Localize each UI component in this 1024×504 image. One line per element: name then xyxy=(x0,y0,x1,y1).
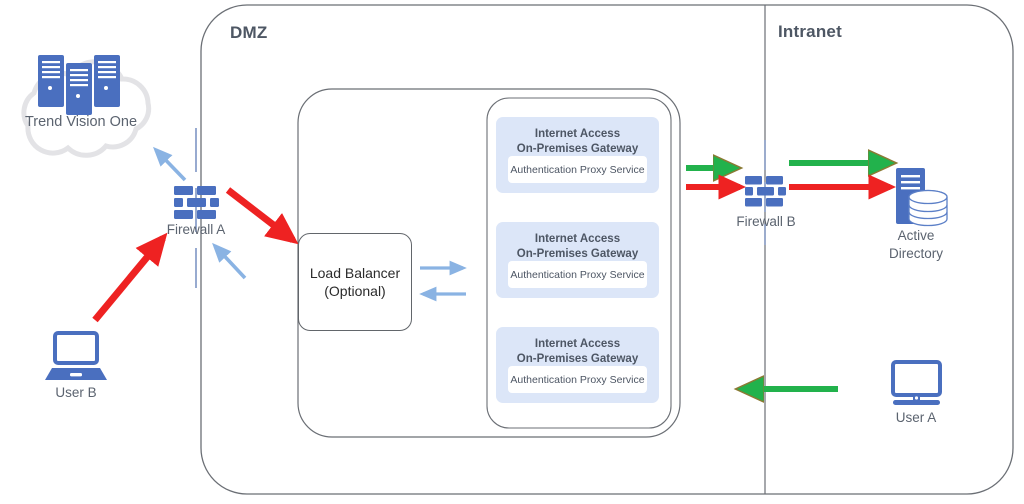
gateway-3-service-label: Authentication Proxy Service xyxy=(510,373,645,386)
gateway-1-title-line2: On-Premises Gateway xyxy=(516,143,639,155)
load-balancer-box[interactable]: Load Balancer (Optional) xyxy=(298,233,412,331)
laptop-icon xyxy=(45,331,107,380)
gateway-3-title-line1: Internet Access xyxy=(534,338,621,350)
user-b-label: User B xyxy=(55,385,97,400)
active-directory-label-line2: Directory xyxy=(888,246,943,261)
gateway-3-title-line2: On-Premises Gateway xyxy=(516,353,639,365)
gateway-1-service-label: Authentication Proxy Service xyxy=(510,163,645,176)
gateway-2-service[interactable]: Authentication Proxy Service xyxy=(508,261,647,288)
firewall-icon-a xyxy=(174,186,219,219)
gateway-1-service[interactable]: Authentication Proxy Service xyxy=(508,156,647,183)
load-balancer-line2: (Optional) xyxy=(324,283,386,299)
firewall-icon-b xyxy=(745,176,786,207)
gateway-box-2[interactable]: Internet Access On-Premises Gateway Auth… xyxy=(496,222,659,298)
active-directory-icon xyxy=(896,168,948,227)
arrow-user-b-to-firewall-a xyxy=(92,232,168,323)
firewall-a-label: Firewall A xyxy=(166,222,226,237)
load-balancer-line1: Load Balancer xyxy=(309,265,401,281)
gateway-3-service[interactable]: Authentication Proxy Service xyxy=(508,366,647,393)
gateway-2-title: Internet Access On-Premises Gateway xyxy=(496,232,659,262)
gateway-2-title-line1: Internet Access xyxy=(534,233,621,245)
cloud-servers-icon xyxy=(38,55,120,115)
gateway-box-3[interactable]: Internet Access On-Premises Gateway Auth… xyxy=(496,327,659,403)
active-directory-label: Active Directory xyxy=(866,227,966,263)
arrow-inbound-to-firewall-a xyxy=(212,242,247,280)
load-balancer-text: Load Balancer (Optional) xyxy=(310,264,400,300)
user-a-label: User A xyxy=(895,410,937,425)
gateway-1-title: Internet Access On-Premises Gateway xyxy=(496,127,659,157)
gateway-1-title-line1: Internet Access xyxy=(534,128,621,140)
zone-label-intranet: Intranet xyxy=(778,22,842,41)
firewall-b-label: Firewall B xyxy=(736,214,796,229)
arrow-firewall-a-to-load-balancer xyxy=(225,187,299,245)
gateway-2-service-label: Authentication Proxy Service xyxy=(510,268,645,281)
zone-outer-container xyxy=(200,4,1014,495)
gateway-2-title-line2: On-Premises Gateway xyxy=(516,248,639,260)
arrow-firewall-a-to-cloud xyxy=(152,146,187,182)
gateway-3-title: Internet Access On-Premises Gateway xyxy=(496,337,659,367)
desktop-monitor-icon xyxy=(891,360,942,405)
active-directory-label-line1: Active xyxy=(897,228,935,243)
zone-label-dmz: DMZ xyxy=(230,23,268,42)
cloud-label: Trend Vision One xyxy=(24,114,138,130)
gateway-box-1[interactable]: Internet Access On-Premises Gateway Auth… xyxy=(496,117,659,193)
gateway-inner-container xyxy=(486,97,672,429)
